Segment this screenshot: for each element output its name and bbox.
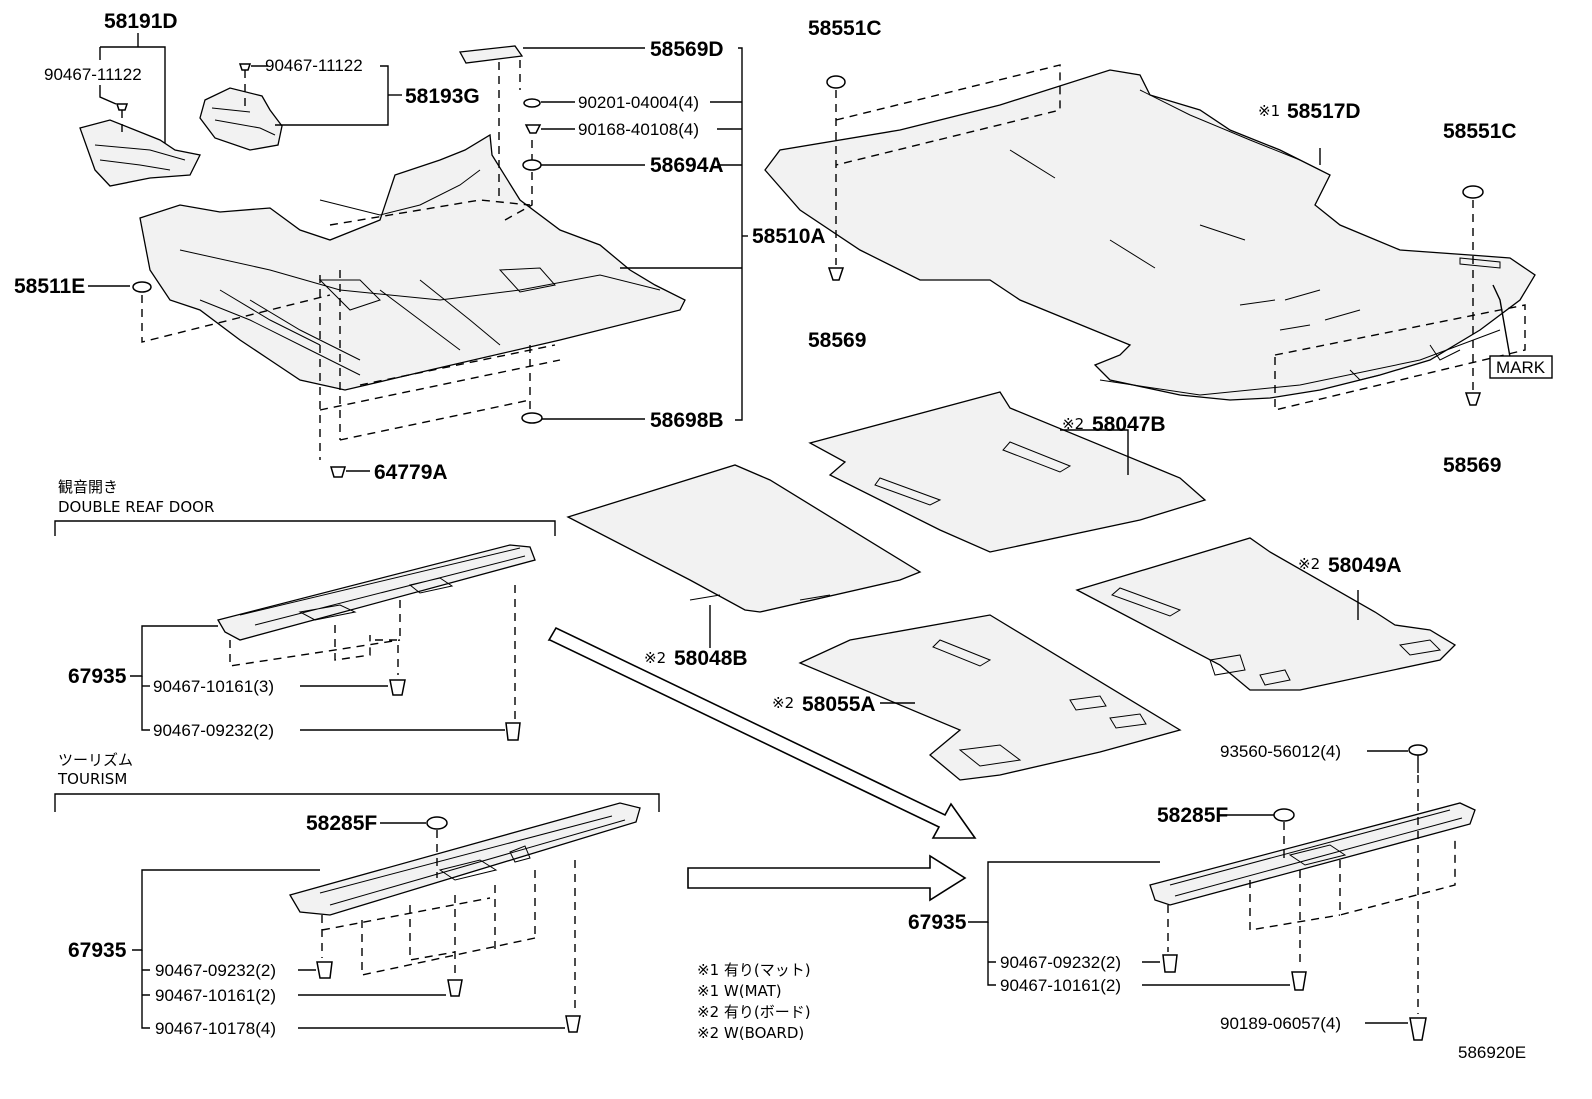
clip-58511E [132, 281, 152, 293]
clip-64779A [329, 466, 347, 478]
label-90467-10178: 90467-10178(4) [155, 1019, 276, 1038]
label-90467-10161-bottom: 90467-10161(2) [155, 986, 276, 1005]
clip-90467-11122-a [115, 103, 129, 111]
clip-58694A [522, 159, 542, 171]
label-90168-40108: 90168-40108(4) [578, 120, 699, 139]
cover-58193G [199, 87, 283, 151]
label-58569-b: 58569 [1443, 454, 1501, 477]
label-58191D: 58191D [104, 10, 178, 33]
board-58048B [566, 464, 922, 613]
note-4: ※2 W(BOARD) [697, 1024, 804, 1042]
clip-90467-10161-bottom [447, 979, 463, 997]
clip-90467-10161-right [1291, 971, 1307, 991]
label-58285F-right: 58285F [1157, 804, 1228, 827]
label-90467-09232-right: 90467-09232(2) [1000, 953, 1121, 972]
label-58517D: 58517D [1287, 100, 1361, 123]
floor-carpet-58510A [139, 133, 686, 391]
label-58694A: 58694A [650, 154, 724, 177]
scuff-plate-tourism [289, 802, 641, 916]
label-93560-56012: 93560-56012(4) [1220, 742, 1341, 761]
diagram-id: 586920E [1458, 1043, 1526, 1062]
clip-90168 [524, 124, 542, 134]
clip-90467-09232-bottom [316, 961, 333, 979]
label-58049A: 58049A [1328, 554, 1402, 577]
label-58048B: 58048B [674, 647, 748, 670]
label-90467-11122-a: 90467-11122 [44, 65, 142, 84]
label-tourism-jp: ツーリズム [58, 751, 133, 769]
note-3: ※2 有り(ボード) [697, 1003, 811, 1021]
label-67935-bottom: 67935 [68, 939, 127, 962]
label-58551C-b: 58551C [1443, 120, 1517, 143]
mark-box [1489, 355, 1553, 379]
clip-58551C-b [1462, 185, 1484, 199]
label-double-door-en: DOUBLE REAF DOOR [58, 498, 214, 516]
board-58055A [798, 614, 1182, 781]
note-2: ※1 W(MAT) [697, 982, 782, 1000]
arrow-right [687, 854, 967, 902]
label-67935-right: 67935 [908, 911, 967, 934]
label-58055A: 58055A [802, 693, 876, 716]
arrow-diagonal [547, 626, 977, 839]
clip-58285F-left [426, 816, 448, 830]
label-67935-top: 67935 [68, 665, 127, 688]
clip-90467-09232-top [505, 722, 521, 741]
cover-58191D [79, 119, 201, 187]
label-58047B-mark: ※2 [1062, 415, 1084, 433]
scuff-plate-right [1149, 802, 1476, 906]
clip-58569-b [1464, 392, 1482, 406]
board-58049A [1075, 537, 1457, 691]
label-tourism-en: TOURISM [57, 770, 127, 788]
clip-58569-a [827, 267, 845, 281]
label-58193G: 58193G [405, 85, 480, 108]
note-1: ※1 有り(マット) [697, 961, 811, 979]
scuff-plate-double-door [217, 544, 536, 641]
label-58511E: 58511E [14, 275, 85, 298]
label-90189-06057: 90189-06057(4) [1220, 1014, 1341, 1033]
label-58569-a: 58569 [808, 329, 866, 352]
label-58517D-mark: ※1 [1258, 102, 1280, 120]
label-90467-11122-b: 90467-11122 [265, 56, 363, 75]
clip-90467-09232-right [1162, 954, 1178, 973]
label-64779A: 64779A [374, 461, 448, 484]
label-58551C-a: 58551C [808, 17, 882, 40]
label-58048B-mark: ※2 [644, 649, 666, 667]
label-58569D: 58569D [650, 38, 724, 61]
clip-58285F-right [1273, 808, 1295, 822]
label-90467-10161-right: 90467-10161(2) [1000, 976, 1121, 995]
clip-58551C-a [826, 75, 846, 89]
clip-58698B [521, 412, 543, 424]
label-58049A-mark: ※2 [1298, 555, 1320, 573]
clip-90467-11122-b [238, 63, 252, 71]
clip-90467-10178 [565, 1015, 581, 1033]
label-90467-09232-bottom: 90467-09232(2) [155, 961, 276, 980]
label-58055A-mark: ※2 [772, 694, 794, 712]
label-58285F-left: 58285F [306, 812, 377, 835]
bolt-93560 [1408, 744, 1428, 773]
label-58698B: 58698B [650, 409, 724, 432]
label-90467-10161-top: 90467-10161(3) [153, 677, 274, 696]
pad-58569D [458, 45, 524, 64]
label-mark: MARK [1496, 358, 1546, 377]
board-58047B [808, 391, 1207, 553]
label-58510A: 58510A [752, 225, 826, 248]
rear-mat-58517D [764, 69, 1536, 401]
grommet-90201 [523, 98, 541, 108]
label-90201-04004: 90201-04004(4) [578, 93, 699, 112]
label-58047B: 58047B [1092, 413, 1166, 436]
clip-90189 [1409, 1017, 1427, 1041]
clip-90467-10161-top [389, 679, 406, 696]
label-90467-09232-top: 90467-09232(2) [153, 721, 274, 740]
label-double-door-jp: 観音開き [58, 478, 118, 496]
